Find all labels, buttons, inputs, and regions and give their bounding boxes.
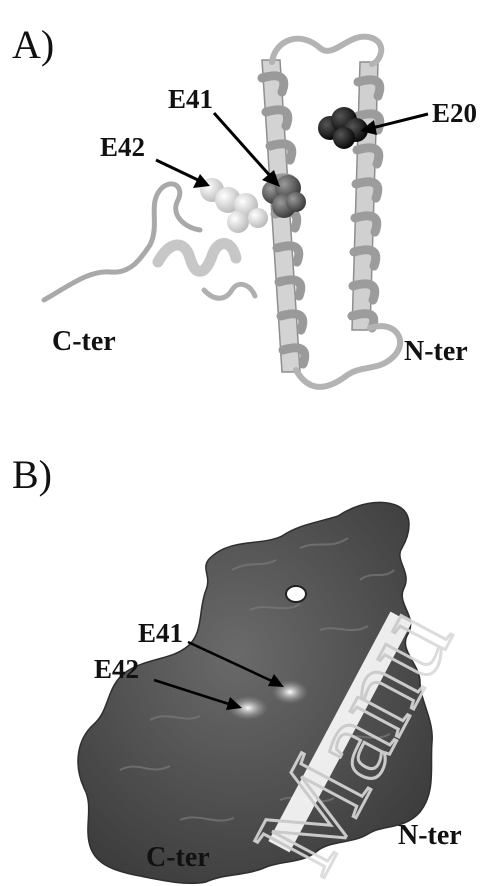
protein-surface bbox=[77, 501, 433, 885]
label-c-terminus-surface: C-ter bbox=[146, 842, 210, 873]
label-e20: E20 bbox=[432, 98, 477, 128]
e42-sphere-cluster bbox=[200, 178, 268, 233]
bottom-coil bbox=[293, 323, 403, 390]
c-terminal-coil bbox=[41, 181, 203, 303]
panel-a-letter: A) bbox=[12, 22, 54, 67]
e42-surface-patch bbox=[228, 696, 268, 720]
label-n-terminus: N-ter bbox=[404, 336, 468, 367]
panel-b-surface-structure: B) bbox=[0, 420, 499, 886]
arrow-e42-surface bbox=[153, 678, 242, 710]
e41-sphere-cluster bbox=[262, 175, 306, 218]
top-loop bbox=[269, 33, 385, 67]
helix-right bbox=[347, 61, 385, 333]
panel-b-letter: B) bbox=[12, 452, 52, 497]
surface-cavity bbox=[285, 585, 307, 603]
label-e42-surface: E42 bbox=[94, 654, 139, 684]
arrow-e41-surface bbox=[187, 640, 284, 687]
label-n-terminus-surface: N-ter bbox=[398, 820, 462, 851]
panel-a-ribbon-structure: A) bbox=[0, 0, 499, 420]
e20-sphere-cluster bbox=[318, 107, 368, 149]
surface-diagram: B) bbox=[12, 452, 478, 886]
arrow-e41 bbox=[212, 112, 280, 187]
ribbon-diagram: A) bbox=[12, 22, 477, 390]
short-helix-c bbox=[152, 238, 242, 277]
arrow-e20 bbox=[360, 112, 429, 135]
label-e42: E42 bbox=[100, 132, 145, 162]
arrow-e42 bbox=[155, 158, 210, 188]
label-e41: E41 bbox=[168, 84, 213, 114]
label-c-terminus: C-ter bbox=[52, 326, 116, 357]
label-e41-surface: E41 bbox=[138, 618, 183, 648]
coil-loop bbox=[201, 281, 258, 301]
